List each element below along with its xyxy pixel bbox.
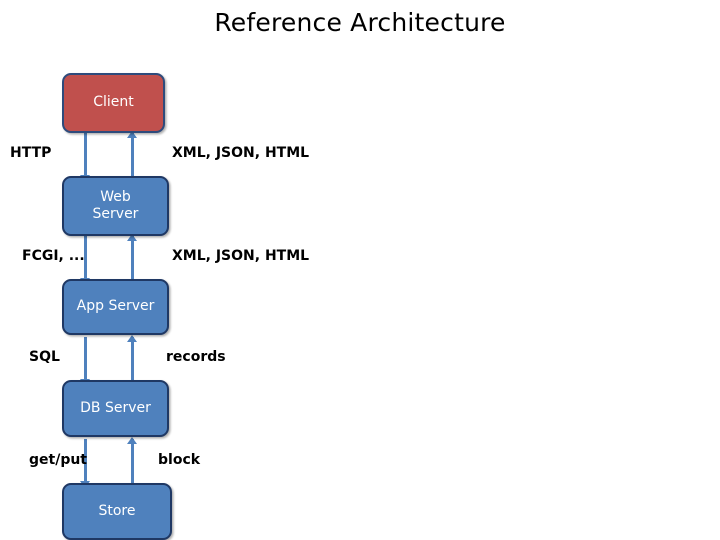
node-db-server-label: DB Server <box>80 399 151 416</box>
edge-label-fcgi: FCGI, ... <box>22 248 85 264</box>
node-web-server[interactable]: Web Server <box>62 176 169 236</box>
page-title: Reference Architecture <box>214 8 506 37</box>
connector-db-store-response <box>131 439 134 495</box>
edge-label-web-app-response: XML, JSON, HTML <box>172 248 310 264</box>
edge-label-http: HTTP <box>10 145 52 161</box>
connector-db-store-request <box>84 439 87 495</box>
connector-client-web-response <box>131 133 134 189</box>
node-web-server-label: Web Server <box>93 189 139 224</box>
edge-label-block: block <box>158 452 201 468</box>
node-app-server[interactable]: App Server <box>62 279 169 335</box>
arrowhead-app-db-response-up-icon <box>127 335 137 342</box>
arrowhead-web-app-response-up-icon <box>127 234 137 241</box>
node-web-server-label-line1: Web <box>100 188 131 205</box>
node-client[interactable]: Client <box>62 73 165 133</box>
arrowhead-db-store-response-up-icon <box>127 437 137 444</box>
connector-app-db-response <box>131 337 134 393</box>
connector-web-app-response <box>131 236 134 292</box>
edge-label-client-web-response: XML, JSON, HTML <box>172 145 310 161</box>
edge-label-getput: get/put <box>29 452 88 468</box>
connector-app-db-request <box>84 337 87 393</box>
connector-client-web-request <box>84 133 87 189</box>
node-store[interactable]: Store <box>62 483 172 540</box>
node-db-server[interactable]: DB Server <box>62 380 169 437</box>
node-client-label: Client <box>93 94 134 111</box>
connector-web-app-request <box>84 236 87 292</box>
node-app-server-label: App Server <box>76 298 155 315</box>
edge-label-sql: SQL <box>29 349 60 365</box>
node-web-server-label-line2: Server <box>92 206 139 222</box>
node-store-label: Store <box>98 502 136 519</box>
edge-label-records: records <box>166 349 226 365</box>
arrowhead-client-web-response-up-icon <box>127 131 137 138</box>
